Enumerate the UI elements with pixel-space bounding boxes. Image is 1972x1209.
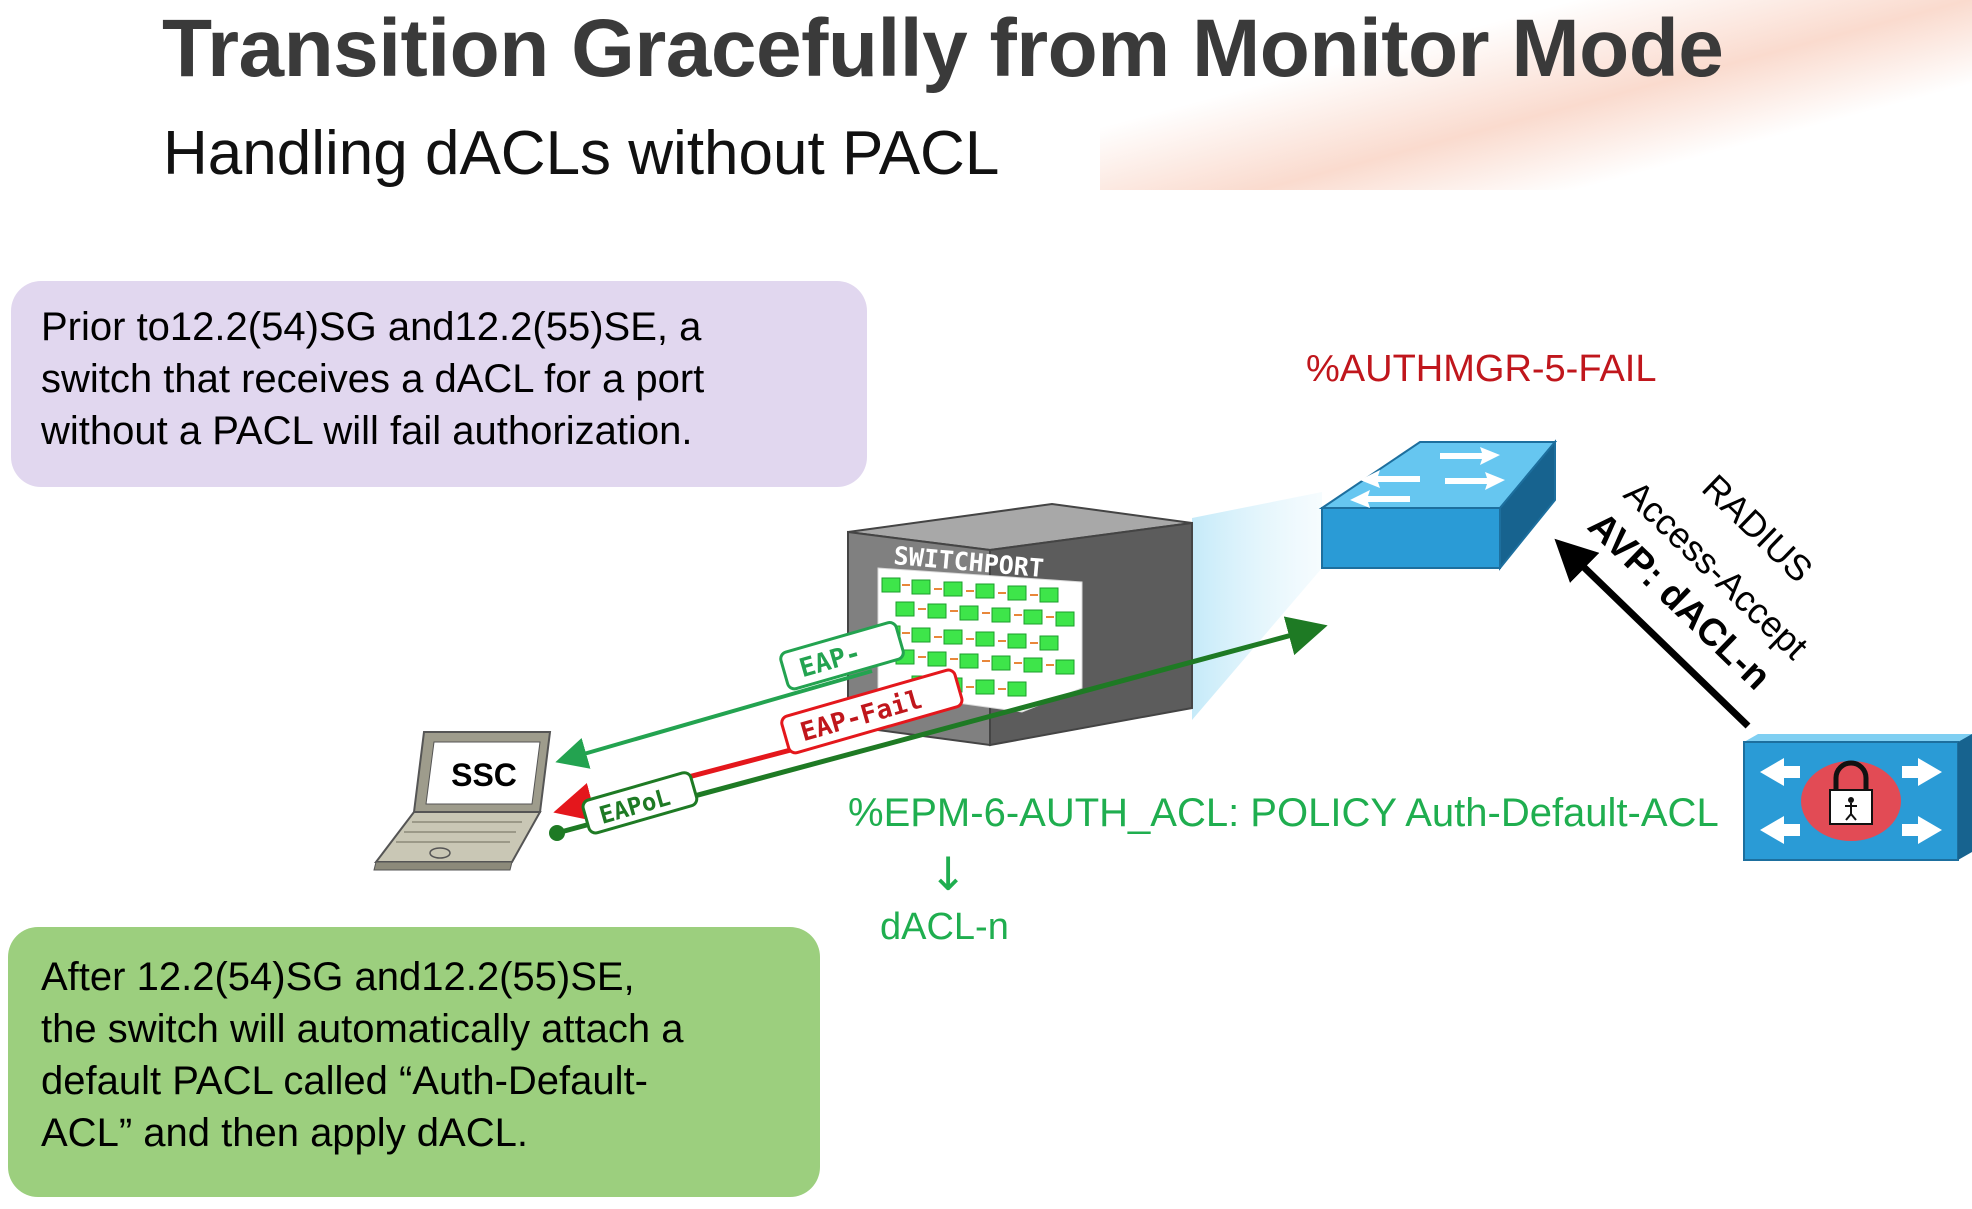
authmgr-fail-log: %AUTHMGR-5-FAIL: [1306, 348, 1657, 390]
radius-server-icon: [1743, 734, 1972, 861]
callout-after-line: the switch will automatically attach a: [41, 1007, 684, 1051]
slide-title: Transition Gracefully from Monitor Mode: [162, 3, 1724, 94]
callout-after-line: After 12.2(54)SG and12.2(55)SE,: [41, 955, 635, 999]
laptop-icon: SSC: [373, 731, 552, 871]
epm-auth-acl-log: %EPM-6-AUTH_ACL: POLICY Auth-Default-ACL: [848, 791, 1719, 835]
slide-subtitle: Handling dACLs without PACL: [163, 119, 1000, 188]
switch-icon: [1318, 439, 1558, 571]
callout-after-line: default PACL called “Auth-Default-: [41, 1059, 648, 1103]
result-down-arrow: ↓: [929, 847, 968, 901]
callout-prior: Prior to12.2(54)SG and12.2(55)SE, a swit…: [11, 281, 867, 487]
callout-after: After 12.2(54)SG and12.2(55)SE, the swit…: [8, 927, 820, 1197]
callout-prior-line: Prior to12.2(54)SG and12.2(55)SE, a: [41, 305, 702, 349]
dacl-result-label: dACL-n: [880, 906, 1009, 948]
laptop-label: SSC: [451, 757, 517, 793]
eapol-origin-dot: [549, 825, 565, 841]
radius-accept-arrow: [1554, 538, 1751, 729]
eap-success-arrow: [555, 669, 873, 769]
switch-beam: [1192, 492, 1322, 720]
callout-prior-line: switch that receives a dACL for a port: [41, 357, 705, 401]
callout-after-line: ACL” and then apply dACL.: [41, 1111, 528, 1155]
eapol-tag: EAPoL: [581, 771, 699, 835]
lock-icon: [1801, 760, 1901, 841]
callout-prior-line: without a PACL will fail authorization.: [41, 409, 693, 453]
